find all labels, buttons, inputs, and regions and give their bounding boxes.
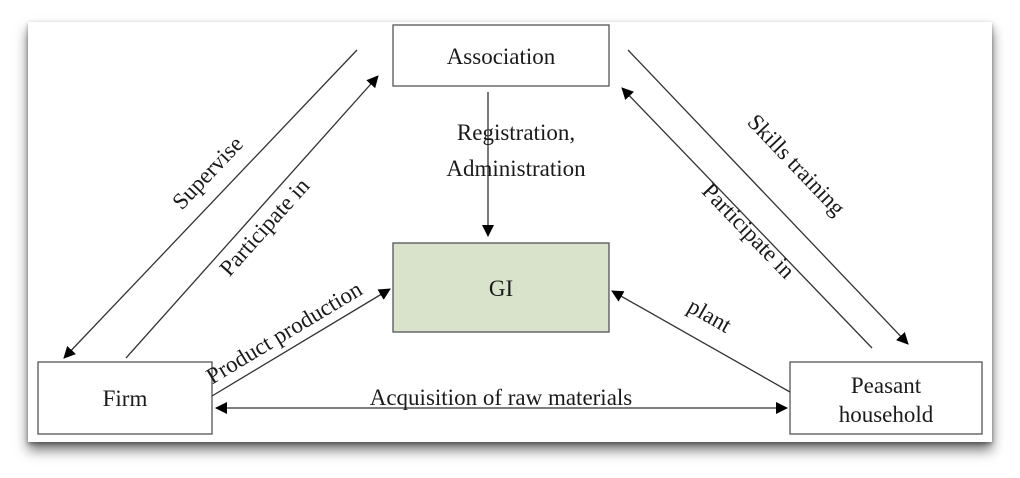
gi-box (392, 242, 610, 333)
skills-training-label: Skills training (743, 109, 851, 221)
association-box (392, 24, 610, 87)
participate-in-left-label: Participate in (214, 173, 314, 281)
diagram-canvas: Association GI Firm Peasant household Re… (28, 22, 992, 442)
peasant-label-line2: household (839, 402, 934, 427)
arrow-participate-right (621, 87, 873, 349)
arrow-plant (611, 290, 791, 393)
peasant-household-box (789, 361, 983, 435)
supervise-label: Supervise (167, 131, 248, 214)
plant-label: plant (684, 293, 737, 338)
association-label: Association (447, 44, 556, 69)
acquisition-label: Acquisition of raw materials (370, 385, 633, 410)
gi-label: GI (489, 276, 513, 301)
product-production-label: Product production (202, 276, 367, 389)
participate-in-right-label: Participate in (697, 178, 800, 284)
peasant-label-line1: Peasant (851, 373, 922, 398)
arrow-supervise (63, 49, 358, 359)
arrow-skills-training (627, 49, 909, 345)
firm-box (37, 361, 213, 435)
arrow-product-production (211, 288, 391, 397)
arrow-participate-left (125, 75, 379, 359)
registration-label-line2: Administration (446, 156, 586, 181)
registration-label-line1: Registration, (457, 120, 575, 145)
firm-label: Firm (103, 386, 148, 411)
